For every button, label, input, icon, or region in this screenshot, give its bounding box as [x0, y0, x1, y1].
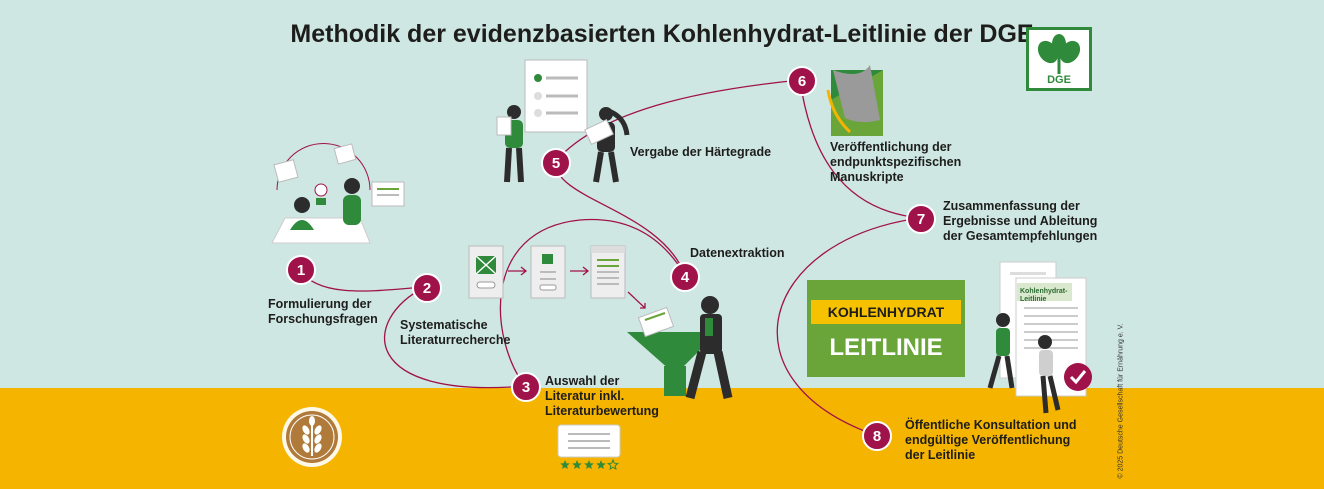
guideline-box-top: KOHLENHYDRAT — [811, 300, 961, 324]
connector-3-4 — [499, 218, 686, 387]
step-number-2: 2 — [412, 273, 442, 303]
dge-leaf-logo: DGE — [1026, 27, 1092, 91]
star-icon — [596, 460, 606, 469]
funnel-icon — [627, 332, 718, 396]
copyright-note: © 2025 Deutsche Gesellschaft für Ernähru… — [1117, 323, 1125, 479]
connector-2-3 — [383, 286, 526, 389]
connector-7-8 — [776, 217, 921, 436]
step-number-1: 1 — [286, 255, 316, 285]
guideline-box: KOHLENHYDRAT LEITLINIE — [807, 280, 965, 377]
star-icon — [572, 460, 582, 469]
connector-5-6 — [554, 79, 801, 163]
star-icon — [560, 460, 570, 469]
star-icon — [606, 458, 620, 471]
step-number-5: 5 — [541, 148, 571, 178]
step-number-8: 8 — [862, 421, 892, 451]
logo-text: DGE — [1047, 74, 1071, 86]
ground-band — [0, 388, 1324, 489]
step-number-6: 6 — [787, 66, 817, 96]
step-number-4: 4 — [670, 262, 700, 292]
checkmark-icon — [1064, 363, 1092, 391]
step-label-5: Vergabe der Härtegrade — [630, 145, 772, 159]
step-number-3: 3 — [511, 372, 541, 402]
step-label-4: Datenextraktion — [690, 246, 785, 260]
guideline-box-bottom: LEITLINIE — [829, 334, 943, 361]
star-icon — [584, 460, 594, 469]
document-icon — [273, 143, 405, 207]
document-label: Kohlenhydrat- Leitlinie — [1020, 288, 1068, 303]
page-title: Methodik der evidenzbasierten Kohlenhydr… — [290, 20, 1034, 48]
step-number-7: 7 — [906, 204, 936, 234]
connector-6-7 — [799, 79, 921, 219]
